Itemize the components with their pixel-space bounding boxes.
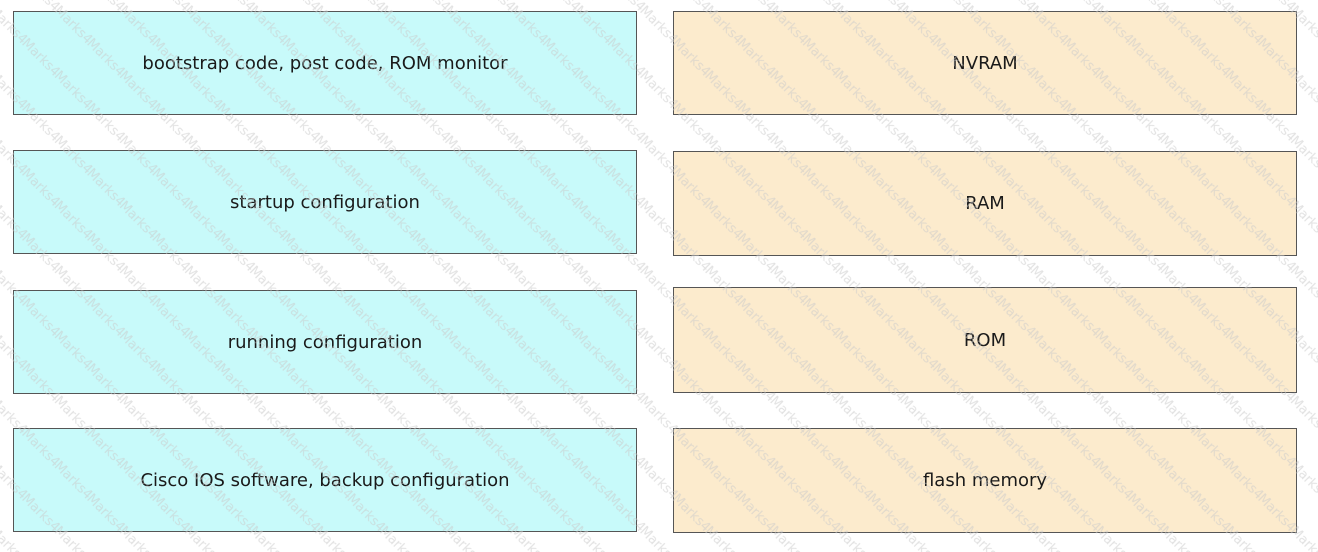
left-item-label: running configuration — [227, 331, 423, 353]
left-item-1[interactable]: bootstrap code, post code, ROM monitor — [13, 11, 637, 115]
right-item-label: flash memory — [922, 470, 1048, 491]
left-item-label: bootstrap code, post code, ROM monitor — [142, 52, 508, 74]
left-item-4[interactable]: Cisco IOS software, backup configuration — [13, 428, 637, 532]
right-item-label: ROM — [963, 329, 1007, 351]
right-item-2[interactable]: RAM — [673, 151, 1297, 256]
left-item-2[interactable]: startup configuration — [13, 150, 637, 254]
left-item-label: Cisco IOS software, backup configuration — [140, 469, 510, 491]
right-item-1[interactable]: NVRAM — [673, 11, 1297, 115]
left-item-label: startup configuration — [230, 191, 420, 213]
right-item-3[interactable]: ROM — [673, 287, 1297, 393]
right-item-label: NVRAM — [952, 52, 1018, 74]
left-item-3[interactable]: running configuration — [13, 290, 637, 394]
right-item-label: RAM — [965, 193, 1005, 214]
right-item-4[interactable]: flash memory — [673, 428, 1297, 533]
